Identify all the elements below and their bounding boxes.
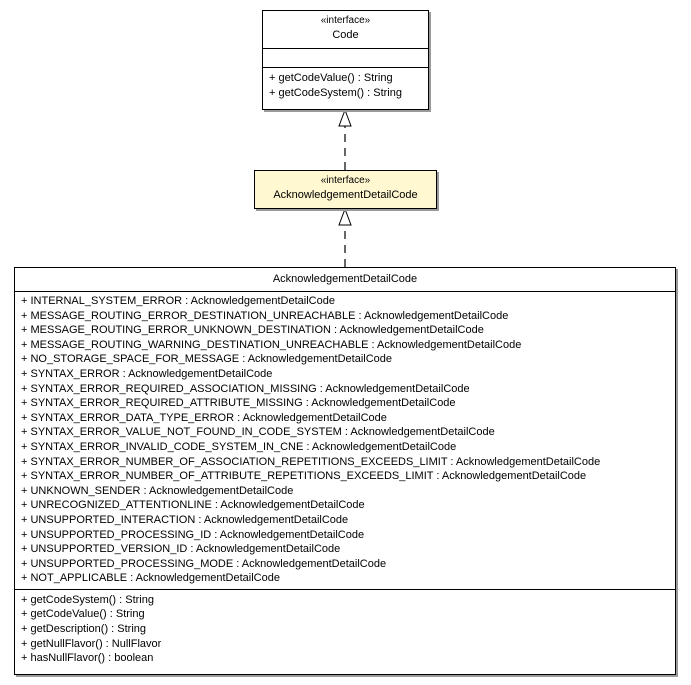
attributes-compartment [263, 48, 428, 67]
enum-constant: + SYNTAX_ERROR_REQUIRED_ASSOCIATION_MISS… [21, 382, 470, 395]
stereotype-label: «interface» [320, 15, 371, 26]
enum-constant: + INTERNAL_SYSTEM_ERROR : Acknowledgemen… [21, 295, 335, 307]
enum-constant: + SYNTAX_ERROR_REQUIRED_ATTRIBUTE_MISSIN… [21, 397, 456, 410]
enum-constant: + UNSUPPORTED_PROCESSING_MODE : Acknowle… [21, 557, 387, 570]
operation: + getCodeValue() : String [269, 72, 393, 84]
enum-constant: + SYNTAX_ERROR : AcknowledgementDetailCo… [21, 367, 273, 380]
class-name: Code [332, 29, 359, 41]
attributes-compartment: + INTERNAL_SYSTEM_ERROR : Acknowledgemen… [15, 291, 675, 589]
class-name: AcknowledgementDetailCode [272, 273, 418, 285]
operation: + hasNullFlavor() : boolean [21, 652, 154, 665]
operation: + getCodeValue() : String [21, 608, 145, 621]
enum-constant: + SYNTAX_ERROR_VALUE_NOT_FOUND_IN_CODE_S… [21, 426, 495, 439]
enum-constant: + MESSAGE_ROUTING_ERROR_UNKNOWN_DESTINAT… [21, 324, 484, 337]
ack-enum-header: AcknowledgementDetailCode [15, 268, 675, 291]
realization-arrow-ack-to-code [338, 108, 352, 170]
operation: + getNullFlavor() : NullFlavor [21, 637, 162, 650]
operation: + getCodeSystem() : String [21, 593, 154, 606]
enum-constant: + UNSUPPORTED_VERSION_ID : Acknowledgeme… [21, 543, 341, 556]
operations-compartment: + getCodeSystem() : String + getCodeValue… [15, 588, 675, 667]
enum-constant: + SYNTAX_ERROR_DATA_TYPE_ERROR : Acknowl… [21, 411, 387, 424]
ack-interface-box[interactable]: «interface» AcknowledgementDetailCode [254, 170, 437, 209]
ack-enum-box[interactable]: AcknowledgementDetailCode + INTERNAL_SYS… [14, 267, 676, 675]
realization-arrow-enum-to-ack [338, 207, 352, 267]
enum-constant: + UNKNOWN_SENDER : AcknowledgementDetail… [21, 484, 294, 497]
code-interface-header: «interface» Code [263, 11, 428, 48]
enum-constant: + SYNTAX_ERROR_NUMBER_OF_ASSOCIATION_REP… [21, 455, 601, 468]
enum-constant: + MESSAGE_ROUTING_WARNING_DESTINATION_UN… [21, 338, 522, 351]
class-name: AcknowledgementDetailCode [273, 189, 418, 201]
ack-interface-header: «interface» AcknowledgementDetailCode [255, 171, 436, 202]
operation: + getCodeSystem() : String [269, 86, 402, 99]
enum-constant: + NOT_APPLICABLE : AcknowledgementDetail… [21, 572, 280, 585]
operation: + getDescription() : String [21, 623, 147, 636]
enum-constant: + SYNTAX_ERROR_INVALID_CODE_SYSTEM_IN_CN… [21, 440, 457, 453]
enum-constant: + SYNTAX_ERROR_NUMBER_OF_ATTRIBUTE_REPET… [21, 470, 587, 483]
code-interface-box[interactable]: «interface» Code + getCodeValue() : Stri… [262, 10, 429, 110]
enum-constant: + UNSUPPORTED_PROCESSING_ID : Acknowledg… [21, 528, 365, 541]
enum-constant: + UNSUPPORTED_INTERACTION : Acknowledgem… [21, 513, 349, 526]
enum-constant: + MESSAGE_ROUTING_ERROR_DESTINATION_UNRE… [21, 309, 509, 322]
enum-constant: + NO_STORAGE_SPACE_FOR_MESSAGE : Acknowl… [21, 353, 393, 366]
operations-compartment: + getCodeValue() : String + getCodeSyste… [263, 67, 428, 101]
enum-constant: + UNRECOGNIZED_ATTENTIONLINE : Acknowled… [21, 499, 365, 512]
stereotype-label: «interface» [320, 175, 371, 186]
